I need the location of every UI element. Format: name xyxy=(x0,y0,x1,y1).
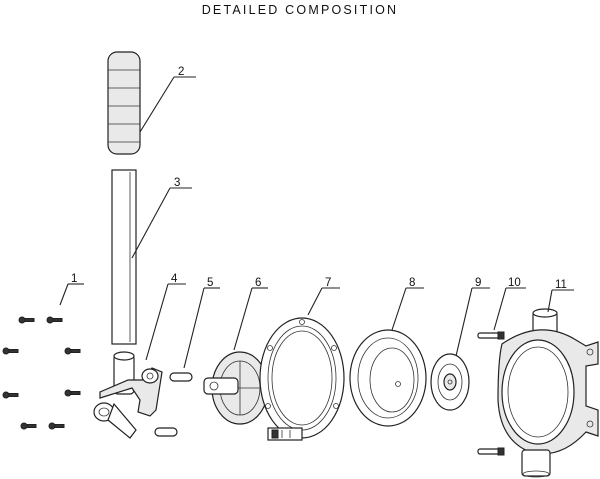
part-6-piston xyxy=(203,351,269,425)
label-4: 4 xyxy=(171,273,178,285)
label-11: 11 xyxy=(555,279,567,291)
part-4-lever xyxy=(93,351,163,439)
label-8: 8 xyxy=(409,277,415,289)
part-7-clamp-ring xyxy=(259,317,345,441)
part-10-bolts xyxy=(477,331,505,456)
part-9-valve xyxy=(430,353,470,411)
part-2-handle-grip xyxy=(107,51,141,155)
part-8-diaphragm xyxy=(349,329,427,427)
diagram-title: DETAILED COMPOSITION xyxy=(201,3,399,17)
leader-lines xyxy=(59,76,574,369)
label-1: 1 xyxy=(71,273,77,285)
part-number-labels: 2 3 1 4 5 6 7 8 9 10 11 xyxy=(71,66,567,291)
part-1-screws xyxy=(2,316,81,430)
label-7: 7 xyxy=(325,277,331,289)
label-2: 2 xyxy=(178,66,184,78)
label-10: 10 xyxy=(508,277,521,289)
label-6: 6 xyxy=(255,277,261,289)
label-9: 9 xyxy=(475,277,481,289)
label-5: 5 xyxy=(207,277,213,289)
part-11-pump-body xyxy=(497,308,599,478)
part-5-pins xyxy=(154,372,193,437)
label-3: 3 xyxy=(174,177,180,189)
